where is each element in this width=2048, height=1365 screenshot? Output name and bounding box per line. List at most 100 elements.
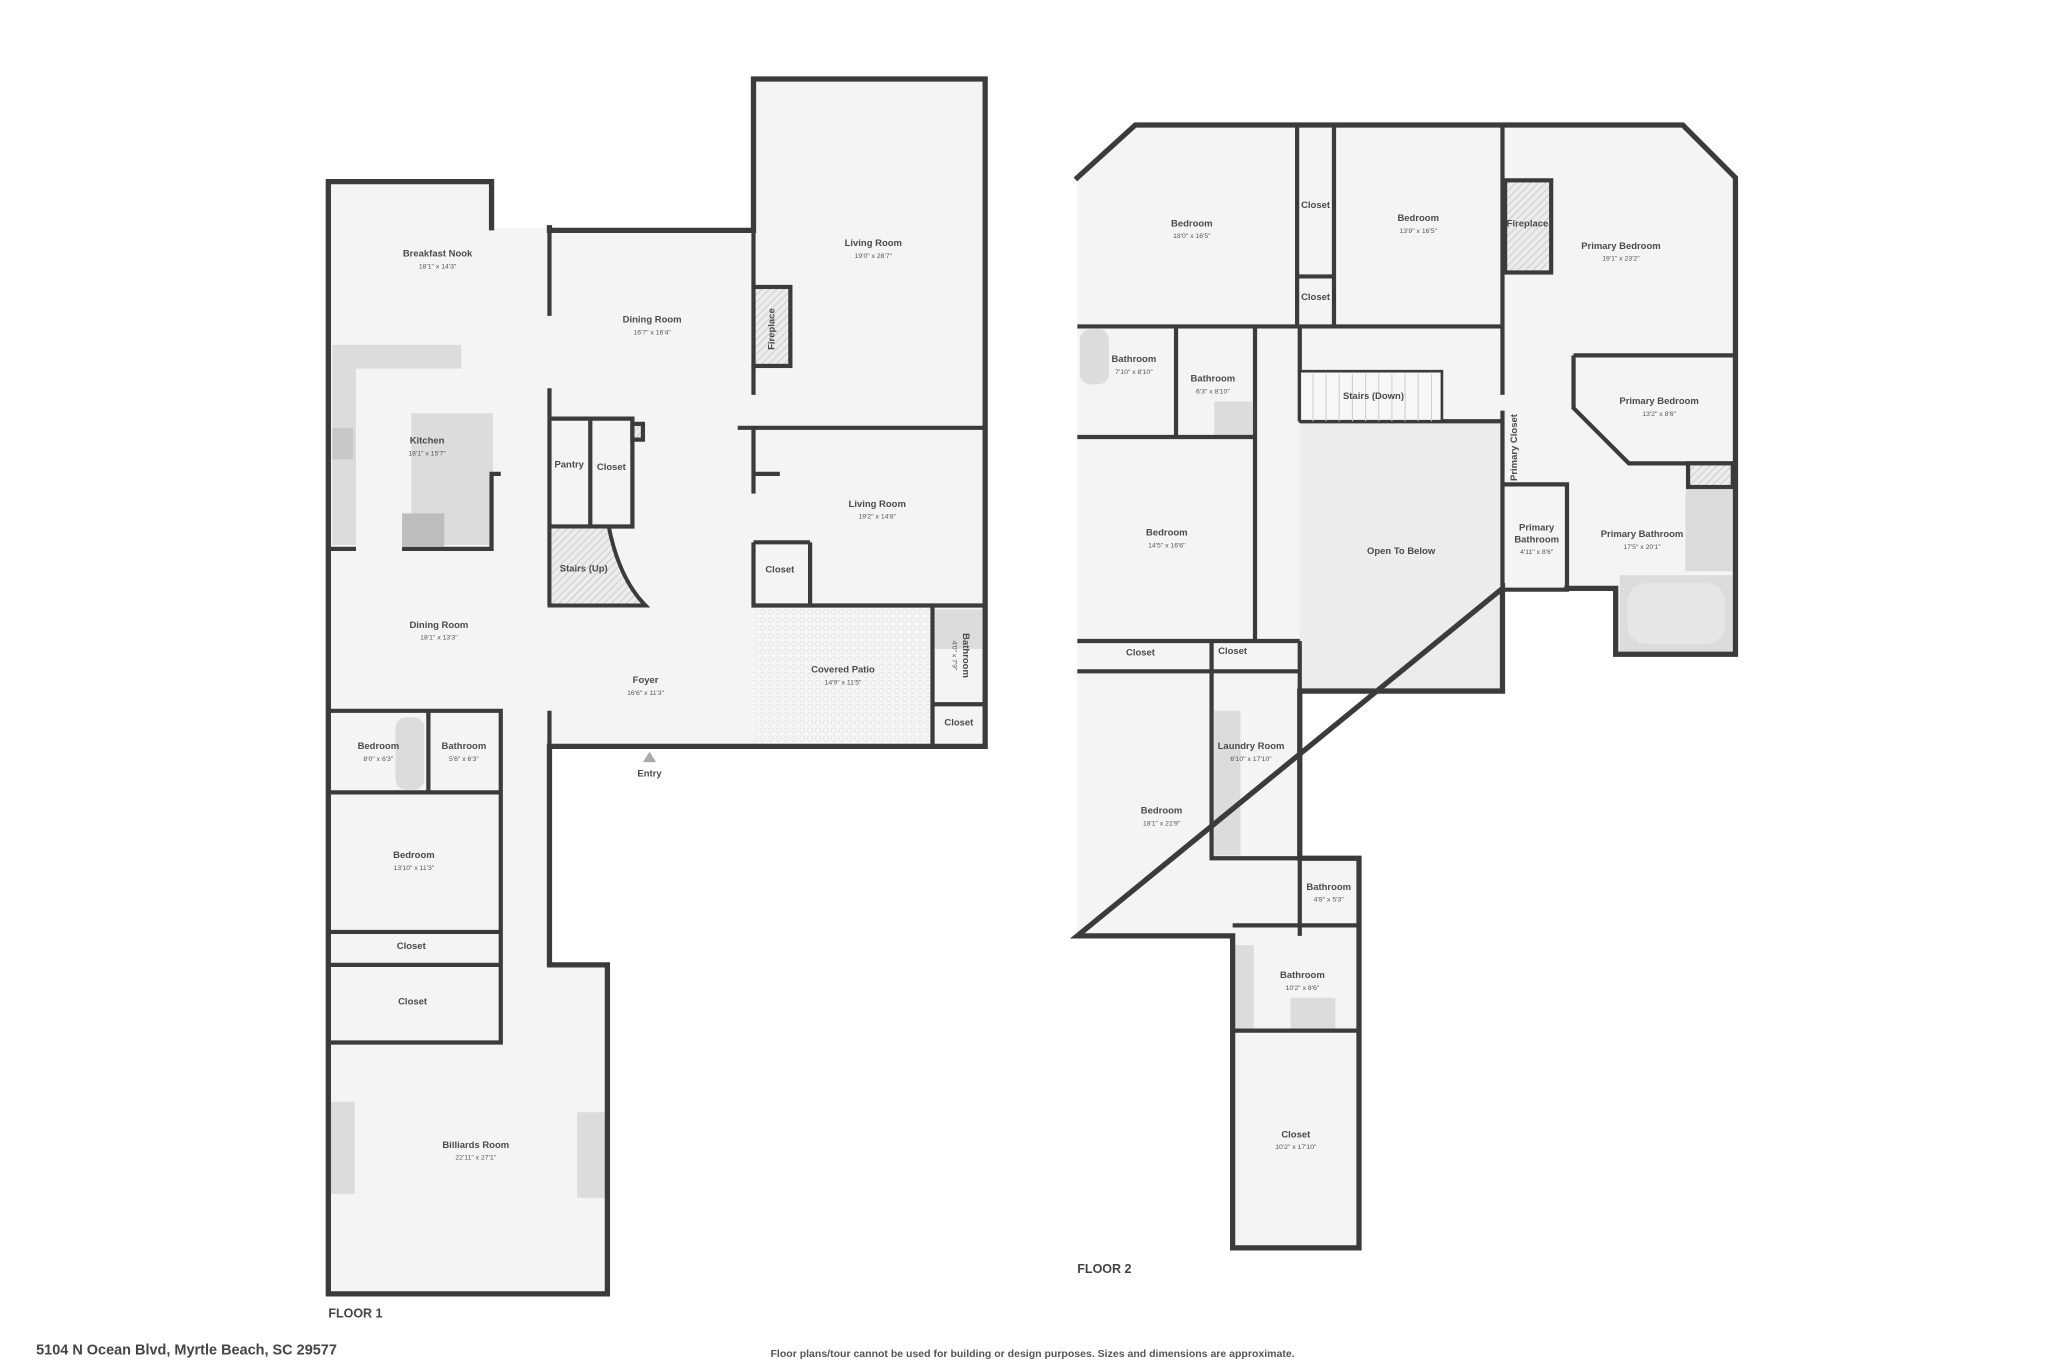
- entry-arrow-icon: [642, 751, 657, 763]
- tub-icon: [395, 717, 425, 790]
- room-name: Bathroom: [1514, 534, 1559, 545]
- room-name: Bathroom: [442, 741, 487, 752]
- shower-icon: [935, 609, 983, 649]
- room-name: Primary Bedroom: [1581, 241, 1660, 252]
- room-dims: 8'0" x 6'3": [363, 756, 393, 763]
- room-name: Closet: [944, 717, 974, 728]
- room-dims: 7'10" x 8'10": [1115, 369, 1153, 376]
- room-name: Living Room: [845, 238, 902, 249]
- room-name: Primary Bathroom: [1601, 529, 1684, 540]
- room-name: Closet: [765, 565, 795, 576]
- room-name: Foyer: [633, 675, 659, 686]
- room-name: Pantry: [554, 459, 584, 470]
- room-name: Bathroom: [1280, 970, 1325, 981]
- room-dims: 19'1" x 23'2": [1602, 256, 1640, 263]
- room-dims: 4'0" x 7'9": [950, 641, 957, 671]
- room-name: Closet: [1218, 646, 1248, 657]
- room-dims: 4'11" x 8'6": [1520, 549, 1554, 556]
- room-name: Bedroom: [358, 741, 400, 752]
- room-name: Kitchen: [410, 436, 445, 447]
- room-dims: 18'0" x 16'5": [1173, 233, 1211, 240]
- kitchen-counter: [355, 344, 462, 369]
- vanity-counter: [1235, 945, 1254, 1030]
- dishwasher-icon: [402, 513, 445, 547]
- shower-icon: [1214, 401, 1253, 436]
- room-dims: 18'1" x 14'3": [419, 264, 457, 271]
- room-dims: 10'2" x 17'10": [1275, 1144, 1317, 1151]
- pillar: [630, 421, 646, 442]
- room-name: Bathroom: [960, 633, 971, 678]
- room-name: Bathroom: [1112, 354, 1157, 365]
- room-name: Closet: [597, 462, 627, 473]
- room-name: Bathroom: [1306, 882, 1351, 893]
- entry-label: Entry: [637, 769, 662, 780]
- room-dims: 19'0" x 28'7": [855, 253, 893, 260]
- shower-icon: [1685, 489, 1733, 572]
- stairs-down: [1298, 369, 1444, 423]
- room-name: Bedroom: [1171, 218, 1213, 229]
- billiards-bar: [330, 1101, 355, 1194]
- room-name: Bedroom: [1146, 528, 1188, 539]
- room-name: Primary Closet: [1509, 413, 1520, 481]
- property-address: 5104 N Ocean Blvd, Myrtle Beach, SC 2957…: [36, 1342, 337, 1358]
- room-dims: 13'10" x 11'3": [394, 865, 435, 872]
- room-dims: 14'5" x 16'6": [1148, 543, 1186, 550]
- room-dims: 18'1" x 13'3": [420, 635, 458, 642]
- room-dims: 4'8" x 5'3": [1314, 897, 1344, 904]
- room-name: Primary: [1519, 522, 1555, 533]
- room-name: Stairs (Down): [1343, 391, 1404, 402]
- billiards-fireplace: [577, 1112, 605, 1198]
- laundry-counter: [1214, 710, 1241, 856]
- disclaimer: Floor plans/tour cannot be used for buil…: [771, 1348, 1295, 1360]
- room-name: Primary Bedroom: [1619, 396, 1698, 407]
- room-name: Billiards Room: [442, 1140, 509, 1151]
- stairs-up: [547, 524, 651, 608]
- floor-2-label: FLOOR 2: [1077, 1262, 1131, 1276]
- room-name: Bedroom: [393, 850, 435, 861]
- covered-patio-floor: [753, 605, 933, 747]
- floor-1-exterior-walls: [325, 76, 988, 1297]
- room-name: Closet: [1281, 1129, 1311, 1140]
- room-name: Fireplace: [767, 308, 778, 350]
- room-name: Stairs (Up): [560, 563, 608, 574]
- room-name: Closet: [1126, 648, 1156, 659]
- room-dims: 13'9" x 16'5": [1400, 228, 1438, 235]
- room-dims: 18'1" x 15'7": [408, 450, 446, 457]
- pillar: [1685, 461, 1735, 490]
- floor-1-interior-walls: [328, 230, 986, 1045]
- room-dims: 16'6" x 11'3": [627, 690, 665, 697]
- room-dims: 22'11" x 27'1": [455, 1155, 496, 1162]
- floor-1: Breakfast Nook 18'1" x 14'3" Dining Room…: [325, 76, 988, 1321]
- floor-2: Bedroom 18'0" x 16'5" Closet Bedroom 13'…: [1069, 122, 1739, 1276]
- room-dims: 16'7" x 16'4": [633, 329, 671, 336]
- tub-icon: [1079, 329, 1109, 385]
- shower-icon: [1290, 997, 1336, 1030]
- room-name: Closet: [1301, 292, 1331, 303]
- room-name: Covered Patio: [811, 665, 875, 676]
- room-name: Closet: [398, 996, 428, 1007]
- room-name: Bathroom: [1191, 374, 1236, 385]
- room-dims: 18'1" x 21'9": [1143, 820, 1181, 827]
- floor-1-plate: [328, 78, 986, 1294]
- room-name: Laundry Room: [1218, 741, 1285, 752]
- room-dims: 13'2" x 8'6": [1642, 411, 1676, 418]
- room-name: Bedroom: [1141, 805, 1183, 816]
- tub-basin: [1627, 583, 1725, 644]
- room-name: Dining Room: [623, 314, 682, 325]
- open-to-below-area: [1299, 421, 1503, 692]
- room-dims: 10'2" x 8'6": [1286, 985, 1320, 992]
- fireplace: [751, 284, 793, 369]
- room-name: Open To Below: [1367, 546, 1436, 557]
- room-dims: 5'6" x 6'3": [449, 756, 479, 763]
- stove-icon: [332, 427, 354, 460]
- room-name: Dining Room: [409, 620, 468, 631]
- room-dims: 19'2" x 14'8": [859, 514, 897, 521]
- room-dims: 17'5" x 20'1": [1623, 544, 1661, 551]
- room-name: Closet: [1301, 200, 1331, 211]
- room-name: Breakfast Nook: [403, 249, 473, 260]
- room-dims: 6'3" x 8'10": [1196, 389, 1230, 396]
- room-dims: 6'10" x 17'10": [1230, 756, 1272, 763]
- room-name: Living Room: [849, 499, 906, 510]
- room-name: Closet: [397, 941, 427, 952]
